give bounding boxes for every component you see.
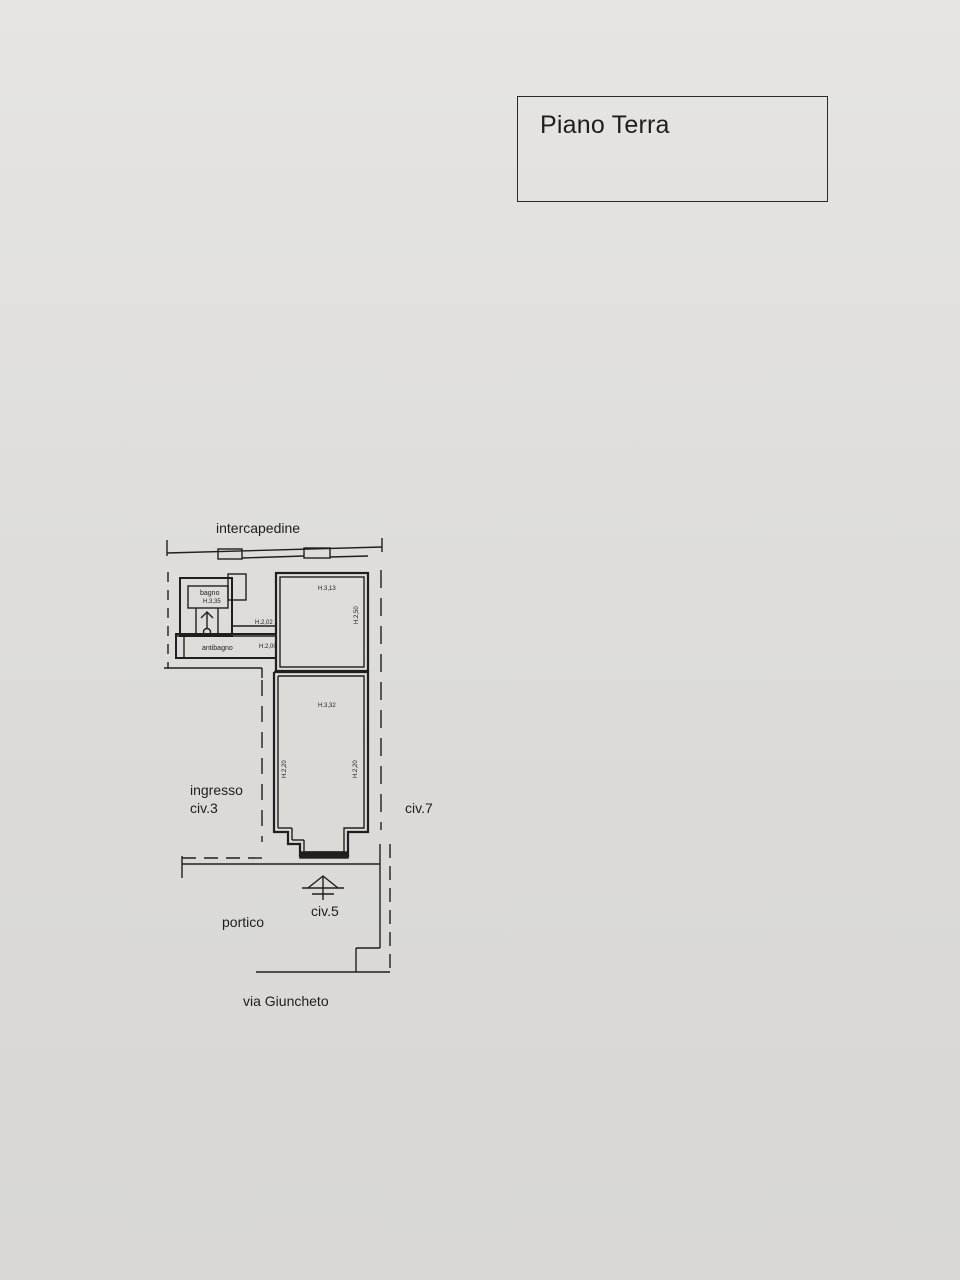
label-room-upper-side-height: H.2,50: [354, 606, 360, 624]
bath-block: [164, 573, 277, 678]
label-civ3: civ.3: [190, 800, 218, 816]
label-room-lower-height: H.3,32: [318, 703, 336, 709]
plan-title: Piano Terra: [540, 111, 670, 139]
title-box: Piano Terra: [517, 96, 828, 202]
lower-room: [272, 670, 370, 859]
label-street: via Giuncheto: [243, 993, 329, 1009]
intercapedine-wall: [166, 538, 383, 560]
label-antibagno: antibagno: [202, 645, 233, 652]
label-room-lower-left-height: H.2,20: [282, 760, 288, 778]
label-civ7: civ.7: [405, 800, 433, 816]
entrance-arrow-icon: [302, 875, 344, 900]
label-room-lower-right-height: H.2,20: [353, 760, 359, 778]
label-antibagno-height: H.2,00: [259, 644, 277, 650]
label-intercapedine: intercapedine: [216, 520, 300, 536]
label-room-upper-height: H.3,13: [318, 586, 336, 592]
portico-boundary: [181, 844, 391, 973]
label-civ5: civ.5: [311, 903, 339, 919]
label-ingresso: ingresso: [190, 782, 243, 798]
label-bagno-height: H.3,35: [203, 599, 221, 605]
label-corridor-height: H.2,02: [255, 620, 273, 626]
label-bagno: bagno: [200, 590, 220, 597]
label-portico: portico: [222, 914, 264, 930]
